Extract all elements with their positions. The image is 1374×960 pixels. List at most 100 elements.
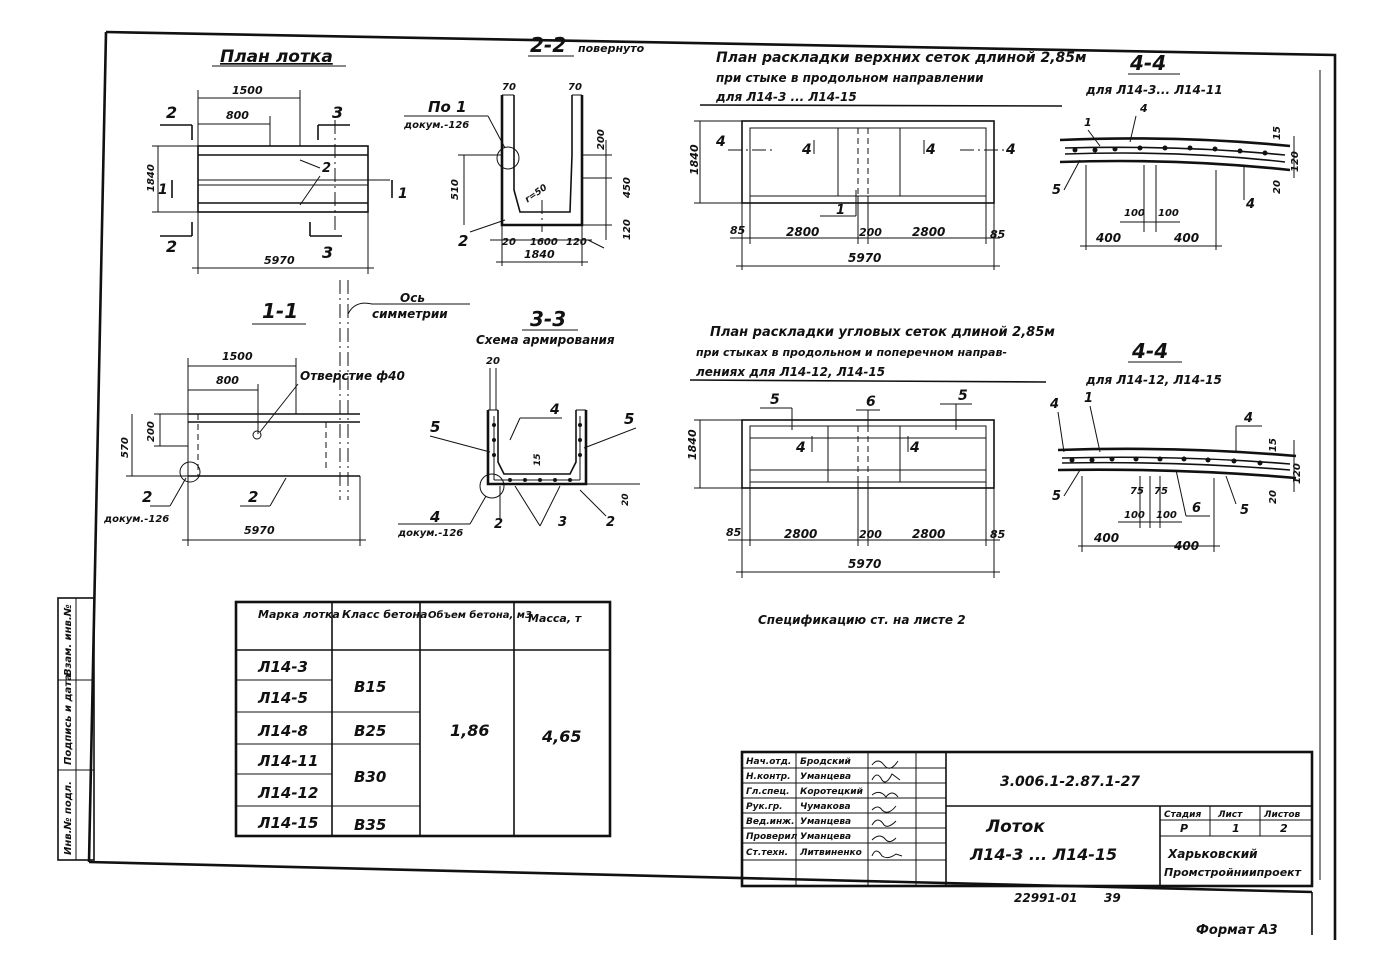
s44b-dim-100a: 100 [1124, 510, 1145, 521]
s11-doc: докум.-126 [103, 514, 169, 525]
s22-note: повернуто [578, 42, 645, 55]
stamp-name: Уманцева [800, 832, 851, 842]
page-number: 39 [1104, 891, 1121, 905]
s33-lbl-5l: 5 [430, 418, 440, 436]
s11-dim-5970: 5970 [244, 524, 275, 537]
drawing-stroke [1187, 145, 1193, 151]
stamp-name: Литвиненко [799, 848, 862, 858]
drawing-stroke [579, 489, 607, 517]
table-mark-row: Л14-5 [257, 689, 308, 707]
drawing-stroke [871, 835, 897, 843]
s22-dim-1840: 1840 [524, 248, 555, 261]
s44b-lbl-5a: 5 [1052, 489, 1061, 504]
side-signature-label: Подпись и дата [63, 674, 74, 765]
s22-pos: По 1 [428, 98, 467, 116]
s22-doc: докум.-126 [403, 120, 469, 131]
corner-title-2: при стыках в продольном и поперечном нап… [696, 346, 1007, 359]
drawing-stroke [1089, 457, 1095, 463]
s22-title: 2-2 [530, 33, 566, 57]
plan-sec2-bottom: 2 [166, 237, 177, 256]
section-1-1: 1-1 Ось симметрии 1500 800 Отверстие ф40… [103, 280, 470, 546]
drawing-stroke [740, 750, 1314, 888]
plan-dim-5970: 5970 [264, 254, 295, 267]
drawing-stroke [871, 850, 903, 859]
stamp-hdr-stage: Стадия [1164, 810, 1201, 820]
table-mark-row: Л14-3 [257, 658, 308, 676]
side-inv-label: Инв.№ подл. [63, 781, 74, 855]
drawing-stroke [1069, 457, 1075, 463]
section-2-2: 2-2 повернуто По 1 докум.-126 70 70 200 … [403, 33, 645, 266]
drawing-stroke [1112, 146, 1118, 152]
drawing-stroke [578, 423, 582, 427]
drawing-stroke [1092, 147, 1098, 153]
stamp-hdr-sheets: Листов [1263, 810, 1301, 820]
stamp-role: Ст.техн. [746, 848, 788, 858]
drawing-stroke [1064, 152, 1286, 163]
drawing-stroke [871, 773, 901, 783]
s44a-dim-100a: 100 [1124, 208, 1145, 219]
s44a-dim-120: 120 [1290, 151, 1301, 172]
section-3-3: 3-3 Схема армирования 20 4 5 5 15 4 [397, 307, 640, 539]
table-header-mass: Масса, т [528, 612, 582, 625]
drawing-stroke [578, 453, 582, 457]
stamp-title-2: Л14-3 ... Л14-15 [969, 845, 1117, 864]
spec-note: Спецификацию ст. на листе 2 [758, 613, 966, 627]
stamp-org-2: Промстройниипроект [1164, 866, 1302, 879]
table-volume: 1,86 [450, 721, 489, 740]
drawing-stroke [1262, 150, 1268, 156]
corner-lbl-5a: 5 [770, 392, 780, 408]
s44b-lbl-4a: 4 [1049, 397, 1059, 412]
table-class-b35: В35 [354, 816, 386, 834]
section-4-4-lower: 4-4 для Л14-12, Л14-15 4 1 4 5 6 5 15 12… [1049, 339, 1303, 553]
s22-dim-200: 200 [596, 129, 607, 150]
upper-mark4a: 4 [801, 142, 812, 158]
plan-dim-800: 800 [226, 109, 249, 122]
corner-mesh-plan: План раскладки угловых сеток длиной 2,85… [686, 325, 1055, 578]
drawing-stroke [1063, 159, 1081, 191]
upper-title-2: при стыке в продольном направлении [716, 71, 984, 85]
drawing-stroke [1061, 461, 1291, 471]
drawing-stroke [259, 383, 299, 433]
drawing-stroke [169, 477, 187, 507]
upper-dim-200: 200 [859, 226, 882, 239]
stamp-role: Вед.инж. [746, 817, 795, 827]
stamp-code: 3.006.1-2.87.1-27 [1000, 774, 1140, 790]
drawing-stroke [88, 860, 1313, 894]
s11-dim-800: 800 [216, 374, 239, 387]
s33-sub: Схема армирования [476, 333, 615, 347]
drawing-stroke [587, 239, 605, 249]
s44a-dim-100b: 100 [1158, 208, 1179, 219]
table-mark-row: Л14-12 [257, 784, 318, 802]
table-class-b15: В15 [354, 678, 386, 696]
s33-lbl-4: 4 [549, 402, 560, 418]
drawing-stroke [492, 423, 496, 427]
s11-axis2: симметрии [372, 307, 448, 321]
plan-sec2-top: 2 [166, 103, 177, 122]
drawing-stroke [539, 485, 561, 527]
corner-title-1: План раскладки угловых сеток длиной 2,85… [710, 325, 1055, 340]
s33-lbl-3: 3 [558, 515, 567, 530]
drawing-stroke [492, 453, 496, 457]
plan-sec1-right: 1 [398, 186, 408, 202]
upper-lbl-1: 1 [836, 203, 845, 218]
table-mark-row: Л14-8 [257, 722, 308, 740]
drawing-stroke [1057, 447, 1297, 458]
stamp-role: Проверил [746, 832, 798, 842]
drawing-stroke [1133, 456, 1139, 462]
corner-dim-1840: 1840 [686, 429, 699, 460]
upper-title-1: План раскладки верхних сеток длиной 2,85… [716, 50, 1086, 66]
drawing-stroke [1087, 129, 1101, 147]
signature-marks [871, 760, 903, 859]
drawing-stroke [1257, 460, 1263, 466]
upper-dim-5970: 5970 [848, 251, 881, 265]
s33-dim-20b: 20 [621, 493, 631, 506]
drawing-stroke [523, 478, 527, 482]
upper-dim-85a: 85 [730, 224, 746, 237]
corner-dim-200: 200 [859, 528, 882, 541]
s44b-sub: для Л14-12, Л14-15 [1085, 373, 1222, 387]
drawing-stroke [1063, 469, 1081, 497]
stamp-name: Коротецкий [800, 787, 864, 797]
drawing-stroke [1205, 457, 1211, 463]
drawing-stroke [699, 104, 1063, 107]
